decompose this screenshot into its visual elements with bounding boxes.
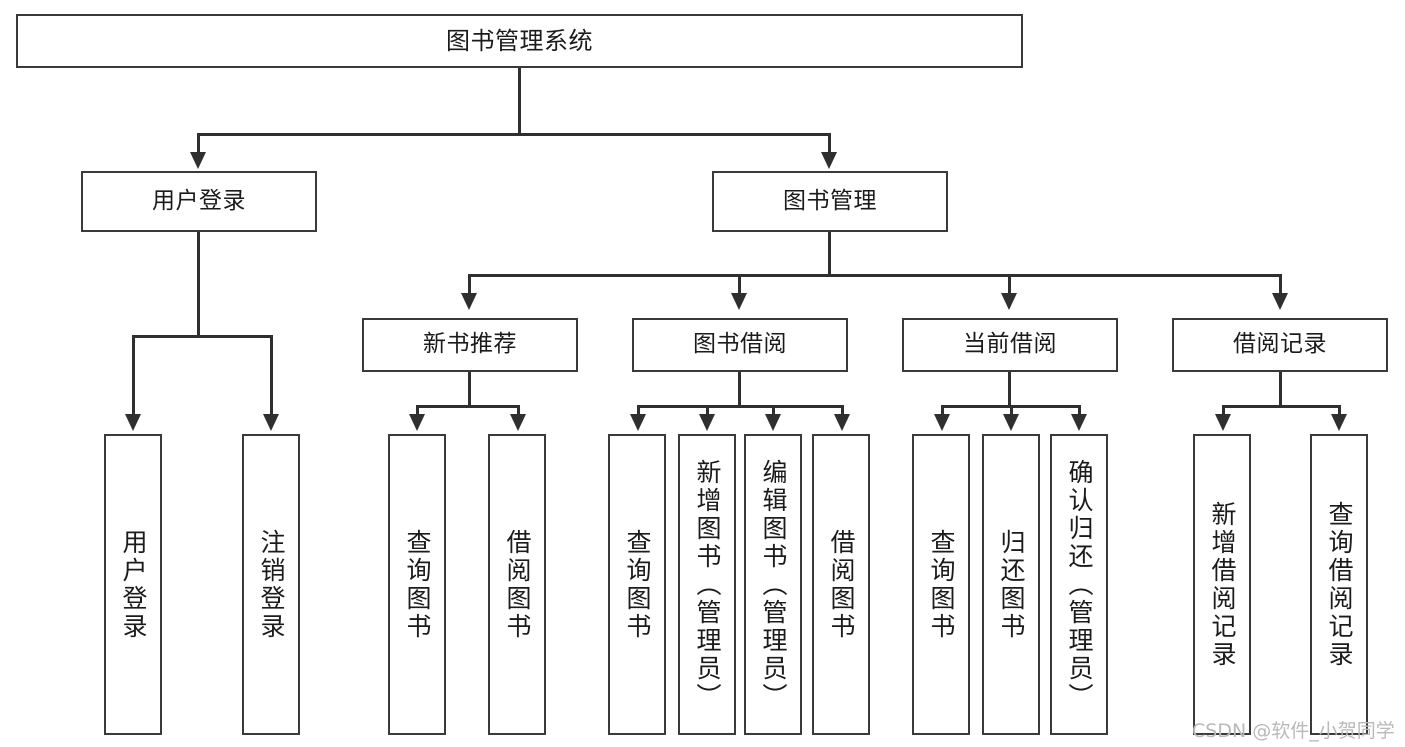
arrowhead-current-borrow-leaf-1 — [934, 414, 950, 431]
connector-user-login-bus — [132, 335, 270, 338]
connector-user-login-to-leaf-1 — [132, 335, 135, 417]
node-label: 查询借阅记录 — [1325, 500, 1354, 669]
node-label: 确认归还（管理员） — [1065, 458, 1094, 711]
node-label: 查询图书 — [403, 528, 432, 641]
csdn-watermark: CSDN @软件_小贺同学 — [1192, 720, 1395, 742]
leaf-book-borrow-query-book[interactable]: 查询图书 — [608, 434, 666, 735]
arrowhead-book-borrow-leaf-4 — [834, 414, 850, 431]
connector-user-login-stem — [197, 232, 200, 336]
connector-book-mgmt-to-l3-2 — [738, 274, 741, 296]
connector-book-borrow-bus — [637, 405, 843, 408]
node-label: 借阅图书 — [827, 528, 856, 641]
node-label: 用户登录 — [119, 528, 148, 641]
connector-book-mgmt-bus — [468, 274, 1282, 277]
leaf-current-borrow-return-book[interactable]: 归还图书 — [982, 434, 1040, 735]
node-book-management[interactable]: 图书管理 — [712, 171, 948, 232]
leaf-new-book-borrow-book[interactable]: 借阅图书 — [488, 434, 546, 735]
arrowhead-new-book-leaf-2 — [510, 414, 526, 431]
node-label: 新增借阅记录 — [1208, 500, 1237, 669]
node-label: 查询图书 — [927, 528, 956, 641]
leaf-current-borrow-query-book[interactable]: 查询图书 — [912, 434, 970, 735]
connector-root-bus — [197, 133, 831, 136]
arrowhead-book-mgmt-l3-2 — [731, 293, 747, 310]
connector-book-borrow-to-leaf-1 — [637, 405, 640, 417]
node-label: 图书管理 — [783, 187, 877, 214]
node-current-borrow[interactable]: 当前借阅 — [902, 318, 1118, 372]
leaf-new-book-query-book[interactable]: 查询图书 — [388, 434, 446, 735]
arrowhead-borrow-record-leaf-2 — [1331, 414, 1347, 431]
connector-book-borrow-to-leaf-3 — [772, 405, 775, 417]
connector-current-borrow-to-leaf-2 — [1010, 405, 1013, 417]
connector-current-borrow-to-leaf-3 — [1078, 405, 1081, 417]
arrowhead-user-login-leaf-1 — [125, 414, 141, 431]
arrowhead-book-borrow-leaf-2 — [699, 414, 715, 431]
node-label: 新书推荐 — [423, 331, 517, 358]
node-label: 借阅记录 — [1233, 331, 1327, 358]
connector-book-mgmt-stem — [828, 232, 831, 276]
connector-new-book-bus — [416, 405, 520, 408]
node-new-book-recommend[interactable]: 新书推荐 — [362, 318, 578, 372]
node-root-system[interactable]: 图书管理系统 — [16, 14, 1023, 68]
arrowhead-root-to-user-login — [190, 152, 206, 169]
connector-root-stem — [518, 68, 521, 134]
node-label: 编辑图书（管理员） — [759, 458, 788, 711]
arrowhead-current-borrow-leaf-3 — [1071, 414, 1087, 431]
connector-book-mgmt-to-l3-1 — [468, 274, 471, 296]
connector-new-book-stem — [468, 372, 471, 407]
node-borrow-record[interactable]: 借阅记录 — [1172, 318, 1388, 372]
connector-user-login-to-leaf-2 — [270, 335, 273, 417]
leaf-user-login-logout[interactable]: 注销登录 — [242, 434, 300, 735]
leaf-user-login-login[interactable]: 用户登录 — [104, 434, 162, 735]
node-label: 新增图书（管理员） — [693, 458, 722, 711]
arrowhead-book-mgmt-l3-4 — [1272, 293, 1288, 310]
connector-borrow-record-to-leaf-2 — [1338, 405, 1341, 417]
leaf-current-borrow-confirm-return[interactable]: 确认归还（管理员） — [1050, 434, 1108, 735]
leaf-book-borrow-edit-book[interactable]: 编辑图书（管理员） — [744, 434, 802, 735]
connector-book-borrow-to-leaf-2 — [706, 405, 709, 417]
connector-borrow-record-bus — [1222, 405, 1340, 408]
arrowhead-book-mgmt-l3-3 — [1001, 293, 1017, 310]
node-user-login[interactable]: 用户登录 — [81, 171, 317, 232]
node-label: 注销登录 — [257, 528, 286, 641]
leaf-book-borrow-add-book[interactable]: 新增图书（管理员） — [678, 434, 736, 735]
connector-new-book-to-leaf-2 — [517, 405, 520, 417]
arrowhead-new-book-leaf-1 — [409, 414, 425, 431]
connector-root-to-user-login — [197, 133, 200, 156]
connector-new-book-to-leaf-1 — [416, 405, 419, 417]
node-label: 用户登录 — [152, 187, 246, 214]
arrowhead-user-login-leaf-2 — [263, 414, 279, 431]
arrowhead-book-borrow-leaf-1 — [630, 414, 646, 431]
node-label: 归还图书 — [997, 528, 1026, 641]
connector-current-borrow-stem — [1008, 372, 1011, 407]
leaf-borrow-record-add-record[interactable]: 新增借阅记录 — [1193, 434, 1251, 735]
arrowhead-book-borrow-leaf-3 — [765, 414, 781, 431]
connector-book-borrow-stem — [738, 372, 741, 407]
leaf-borrow-record-query-record[interactable]: 查询借阅记录 — [1310, 434, 1368, 735]
arrowhead-current-borrow-leaf-2 — [1003, 414, 1019, 431]
node-label: 查询图书 — [623, 528, 652, 641]
arrowhead-root-to-book-mgmt — [821, 152, 837, 169]
arrowhead-borrow-record-leaf-1 — [1215, 414, 1231, 431]
connector-book-mgmt-to-l3-4 — [1279, 274, 1282, 296]
node-label: 图书借阅 — [693, 331, 787, 358]
connector-borrow-record-stem — [1279, 372, 1282, 407]
connector-root-to-book-mgmt — [828, 133, 831, 156]
connector-current-borrow-to-leaf-1 — [941, 405, 944, 417]
node-label: 借阅图书 — [503, 528, 532, 641]
node-label: 当前借阅 — [963, 331, 1057, 358]
connector-book-borrow-to-leaf-4 — [841, 405, 844, 417]
arrowhead-book-mgmt-l3-1 — [461, 293, 477, 310]
node-book-borrow[interactable]: 图书借阅 — [632, 318, 848, 372]
connector-book-mgmt-to-l3-3 — [1008, 274, 1011, 296]
node-label: 图书管理系统 — [446, 26, 593, 55]
connector-borrow-record-to-leaf-1 — [1222, 405, 1225, 417]
leaf-book-borrow-borrow-book[interactable]: 借阅图书 — [812, 434, 870, 735]
